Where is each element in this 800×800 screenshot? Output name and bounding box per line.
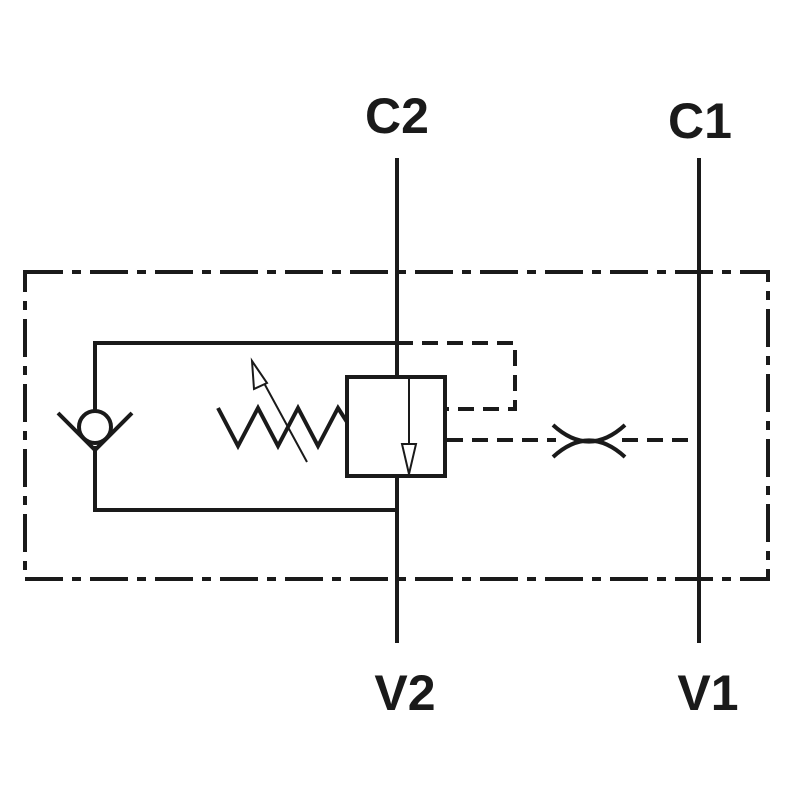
bypass-line-bottom [93, 446, 397, 512]
bypass-line-top [93, 341, 397, 412]
port-label-v1: V1 [677, 665, 738, 721]
orifice-restrictor-icon [551, 423, 627, 459]
port-label-c1: C1 [668, 93, 732, 149]
enclosure-boundary [23, 270, 770, 581]
check-valve-icon [56, 409, 134, 453]
valve-spool-icon [345, 375, 447, 478]
adjustable-spring-icon [216, 357, 349, 463]
pilot-line-c2 [397, 341, 517, 411]
port-label-c2: C2 [365, 88, 429, 144]
port-label-v2: V2 [374, 665, 435, 721]
